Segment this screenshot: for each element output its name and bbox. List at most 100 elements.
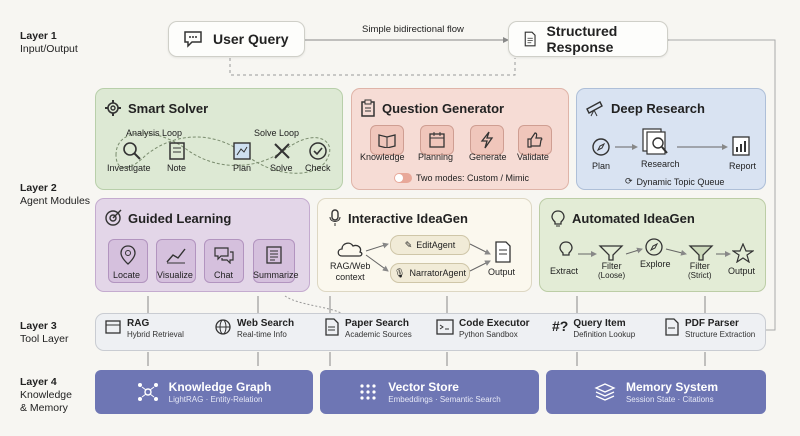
guided-learning-module[interactable]: Guided Learning Locate Visualize Chat Su… [95,198,310,292]
tool-code-executor-name: Code Executor [459,318,530,329]
thumbs-up-icon [527,132,543,148]
tool-paper-search-name: Paper Search [345,318,409,329]
star-icon [732,243,754,263]
edit-agent-pill[interactable]: ✎EditAgent [390,235,470,255]
visualize-tile[interactable] [156,239,196,283]
layer-3-label: Layer 3 Tool Layer [20,320,68,346]
locate-tile[interactable] [108,239,148,283]
validate-tile[interactable] [518,125,552,155]
layer-4-sub1: Knowledge [20,389,72,401]
filter-strict-name: Filter [689,261,710,271]
interactive-ideagen-title-text: Interactive IdeaGen [348,210,468,226]
user-query-box[interactable]: User Query [168,21,305,57]
deep-research-title-text: Deep Research [611,100,705,116]
question-generator-title-text: Question Generator [382,100,505,116]
research-step-label: Research [641,159,680,169]
narrator-agent-pill[interactable]: 🎙︎NarratorAgent [390,263,470,283]
layer-2-name: Layer 2 [20,182,57,194]
vector-store-desc: Embeddings · Semantic Search [388,394,501,404]
filter-loose-name: Filter [601,261,622,271]
question-generator-module[interactable]: Question Generator Knowledge Planning Ge… [351,88,569,190]
map-pin-icon [120,245,136,265]
explore-label: Explore [640,259,671,269]
generate-tile[interactable] [470,125,504,155]
planning-tile[interactable] [420,125,454,155]
memory-system-desc: Session State · Citations [625,394,714,404]
validate-label: Validate [517,152,549,162]
knowledge-tile[interactable] [370,125,404,155]
layer-2-label: Layer 2 Agent Modules [20,182,90,208]
mode-toggle[interactable] [394,173,412,183]
layer-4-label: Layer 4 Knowledge & Memory [20,376,72,415]
pencil-icon: ✎ [404,239,413,250]
blueprint-icon [233,142,251,160]
extract-label: Extract [550,266,579,276]
hash-question-icon: #? [552,318,569,334]
topic-queue: ⟳ Dynamic Topic Queue [625,176,724,187]
layer-1-label: Layer 1 Input/Output [20,30,78,56]
graph-nodes-icon [137,383,158,401]
clipboard-icon [361,99,375,117]
topic-queue-label: Dynamic Topic Queue [636,176,725,187]
plan-label: Plan [233,163,252,173]
filter-loose-label: Filter (Loose) [598,261,625,281]
report-icon [732,136,750,156]
modes-label: Two modes: Custom / Mimic [416,173,530,183]
interactive-ideagen-module[interactable]: Interactive IdeaGen RAG/Web context ✎Edi… [317,198,532,292]
automated-ideagen-title-text: Automated IdeaGen [572,210,695,226]
tool-rag-name: RAG [127,318,150,329]
tool-query-item-desc: Definition Lookup [573,330,636,339]
deep-research-title: Deep Research [585,99,705,117]
dots-grid-icon [360,384,376,400]
target-icon [105,209,122,226]
automated-ideagen-arrows [578,247,731,257]
telescope-icon [586,101,603,117]
filter-loose-sub: (Loose) [598,271,626,280]
lightbulb-icon [551,210,565,227]
magnifier-icon [123,142,141,160]
book-icon [378,134,396,148]
vector-store-name: Vector Store [388,379,459,394]
smart-solver-module[interactable]: Smart Solver Analysis Loop Solve Loop In… [95,88,343,190]
flow-label: Simple bidirectional flow [362,24,464,35]
guided-learning-title: Guided Learning [104,209,231,227]
memory-system-name: Memory System [625,379,719,394]
document-icon [524,31,536,47]
deep-research-module[interactable]: Deep Research Plan Research Report ⟳ Dyn… [576,88,766,190]
summarize-label: Summarize [253,270,299,280]
chat-tile[interactable] [204,239,244,283]
question-generator-title: Question Generator [360,99,504,117]
structured-response-box[interactable]: Structured Response [508,21,668,57]
refresh-icon: ⟳ [625,176,633,186]
edit-agent-label: EditAgent [416,240,456,250]
deep-research-arrows [615,144,728,150]
layer-3-name: Layer 3 [20,320,57,332]
idea-bulb-icon [559,241,573,256]
tool-pdf-parser-name: PDF Parser [685,318,739,329]
explore-compass-icon [645,238,663,256]
filter-strict-sub: (Strict) [688,271,712,280]
tools-icon [274,143,290,159]
tool-web-search-name: Web Search [237,318,295,329]
visualize-label: Visualize [157,270,193,280]
layer-4-name: Layer 4 [20,376,57,388]
check-label: Check [305,163,331,173]
automated-ideagen-module[interactable]: Automated IdeaGen Extract Filter (Loose)… [539,198,766,292]
guided-learning-title-text: Guided Learning [128,210,232,226]
rag-context-line2: context [335,272,365,282]
summarize-tile[interactable] [253,239,295,283]
generate-label: Generate [469,152,507,162]
solve-loop-label: Solve Loop [254,128,300,138]
structured-response-label: Structured Response [546,23,618,55]
research-docs-icon [642,128,668,155]
